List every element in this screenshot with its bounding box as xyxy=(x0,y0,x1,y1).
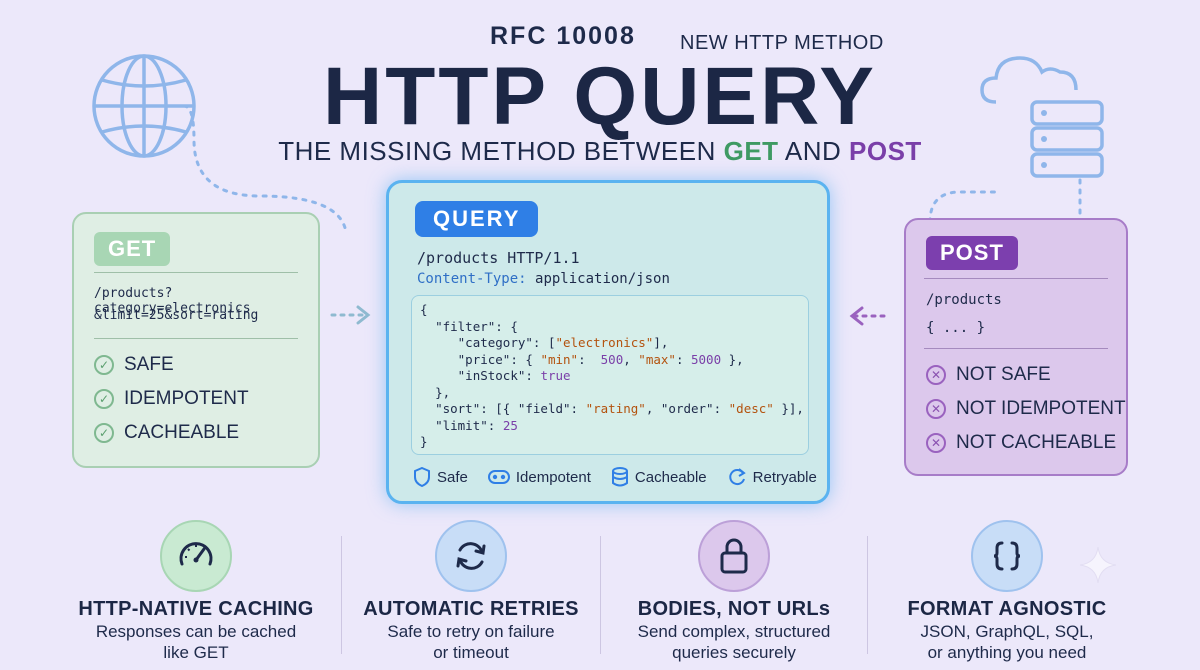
feature-desc: queries securely xyxy=(672,643,796,662)
divider xyxy=(924,278,1108,279)
post-prop-not-idempotent: ✕ NOT IDEMPOTENT xyxy=(926,398,1126,420)
feature-desc: like GET xyxy=(163,643,229,662)
feature-desc: JSON, GraphQL, SQL, xyxy=(920,622,1094,641)
feature-title: BODIES, NOT URLs xyxy=(637,598,831,620)
get-prop-safe: ✓ SAFE xyxy=(94,354,174,376)
globe-icon xyxy=(92,54,196,158)
query-content-type: Content-Type: application/json xyxy=(417,271,670,287)
link-icon xyxy=(487,470,510,484)
arrow-right-icon xyxy=(330,305,371,325)
divider xyxy=(867,536,868,654)
feature-caching: HTTP-NATIVE CACHING Responses can be cac… xyxy=(61,520,331,663)
feature-title: FORMAT AGNOSTIC xyxy=(907,598,1107,620)
badge-cacheable: Cacheable xyxy=(611,467,707,487)
feature-format: FORMAT AGNOSTIC JSON, GraphQL, SQL, or a… xyxy=(872,520,1142,663)
check-icon: ✓ xyxy=(94,389,114,409)
prop-label: CACHEABLE xyxy=(124,422,240,443)
x-circle-icon: ✕ xyxy=(926,433,946,453)
badge-label: Safe xyxy=(437,468,468,486)
prop-label: NOT CACHEABLE xyxy=(956,432,1117,453)
feature-bodies: BODIES, NOT URLs Send complex, structure… xyxy=(599,520,869,663)
content-type-key: Content-Type: xyxy=(417,271,527,287)
rfc-number: RFC 10008 xyxy=(490,22,636,50)
prop-label: IDEMPOTENT xyxy=(124,388,249,409)
feature-title: AUTOMATIC RETRIES xyxy=(363,598,579,620)
badge-retryable: Retryable xyxy=(727,467,817,487)
feature-desc: or timeout xyxy=(433,643,509,662)
divider xyxy=(94,272,298,273)
badge-label: Retryable xyxy=(752,468,817,486)
feature-retries: AUTOMATIC RETRIES Safe to retry on failu… xyxy=(336,520,606,663)
post-prop-not-safe: ✕ NOT SAFE xyxy=(926,364,1051,386)
get-url-line1: /products?category=electronics xyxy=(94,286,251,316)
query-card: QUERY /products HTTP/1.1 Content-Type: a… xyxy=(386,180,830,504)
feature-title: HTTP-NATIVE CACHING xyxy=(78,598,314,620)
badge-label: Cacheable xyxy=(634,468,707,486)
x-circle-icon: ✕ xyxy=(926,399,946,419)
page-title: HTTP QUERY xyxy=(323,51,877,142)
post-label: POST xyxy=(926,236,1018,270)
dotted-connector-right xyxy=(928,178,1082,224)
query-request-line: /products HTTP/1.1 xyxy=(417,249,580,267)
subtitle-get: GET xyxy=(723,136,779,166)
divider xyxy=(341,536,342,654)
get-label: GET xyxy=(94,232,171,266)
badge-label: Idempotent xyxy=(515,468,591,486)
feature-desc: Send complex, structured xyxy=(637,622,831,641)
feature-desc: Safe to retry on failure xyxy=(387,622,555,641)
x-circle-icon: ✕ xyxy=(926,365,946,385)
post-card: POST /products { ... } ✕ NOT SAFE ✕ NOT ID… xyxy=(904,218,1128,476)
subtitle-and: AND xyxy=(784,136,842,166)
subtitle-prefix: THE MISSING METHOD BETWEEN xyxy=(278,136,716,166)
prop-label: NOT IDEMPOTENT xyxy=(956,398,1126,419)
get-prop-idempotent: ✓ IDEMPOTENT xyxy=(94,388,249,410)
sparkle-icon xyxy=(1079,546,1117,584)
check-icon: ✓ xyxy=(94,423,114,443)
cloud-server-icon xyxy=(980,56,1104,178)
gauge-icon xyxy=(160,520,232,592)
get-url-line2: &limit=25&sort=rating xyxy=(94,308,259,323)
post-prop-not-cacheable: ✕ NOT CACHEABLE xyxy=(926,432,1116,454)
divider xyxy=(600,536,601,654)
braces-icon xyxy=(971,520,1043,592)
retry-icon xyxy=(728,468,746,486)
prop-label: NOT SAFE xyxy=(956,364,1051,385)
badge-safe: Safe xyxy=(413,467,468,487)
post-body: { ... } xyxy=(926,320,986,336)
database-icon xyxy=(611,467,628,487)
feature-desc: or anything you need xyxy=(927,643,1087,662)
divider xyxy=(924,348,1108,349)
get-card: GET /products?category=electronics &limi… xyxy=(72,212,320,468)
dotted-connector-left xyxy=(182,104,348,234)
query-body-code: { "filter": { "category": ["electronics"… xyxy=(411,295,809,455)
prop-label: SAFE xyxy=(124,354,174,375)
tagline: NEW HTTP METHOD xyxy=(680,32,884,54)
badge-idempotent: Idempotent xyxy=(487,467,591,487)
subtitle-post: POST xyxy=(849,136,922,166)
get-prop-cacheable: ✓ CACHEABLE xyxy=(94,422,239,444)
feature-desc: Responses can be cached xyxy=(95,622,297,641)
query-badges: Safe Idempotent Cacheable Retryable xyxy=(413,467,817,487)
post-url: /products xyxy=(926,292,1002,308)
content-type-value: application/json xyxy=(535,271,670,287)
divider xyxy=(94,338,298,339)
check-icon: ✓ xyxy=(94,355,114,375)
refresh-icon xyxy=(435,520,507,592)
lock-icon xyxy=(698,520,770,592)
arrow-left-icon xyxy=(849,306,890,326)
subtitle: THE MISSING METHOD BETWEEN GET AND POST xyxy=(0,136,1200,167)
query-label: QUERY xyxy=(415,201,539,237)
shield-icon xyxy=(414,467,430,487)
